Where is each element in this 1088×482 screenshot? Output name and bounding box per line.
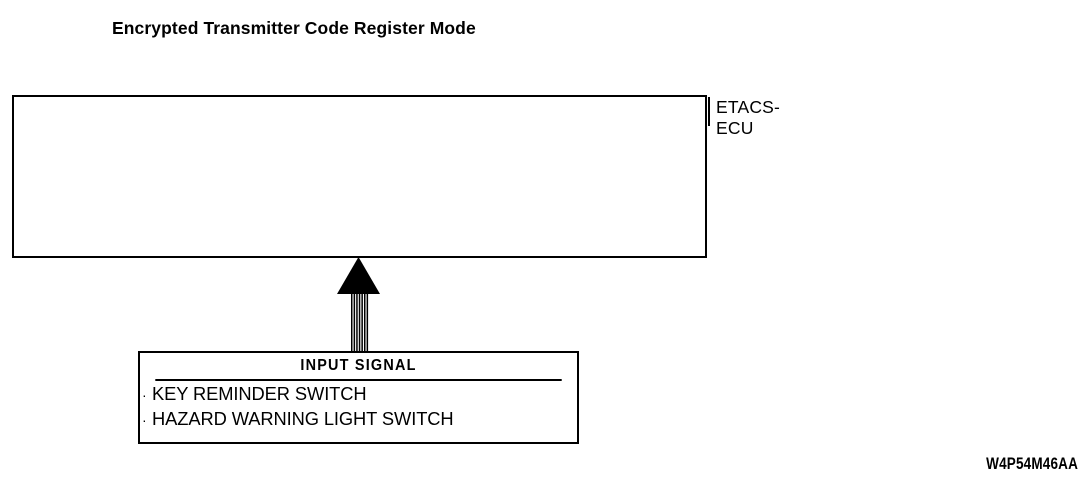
input-signal-list: · KEY REMINDER SWITCH · HAZARD WARNING L… <box>140 381 577 442</box>
input-signal-table: INPUT SIGNAL · KEY REMINDER SWITCH · HAZ… <box>138 351 579 444</box>
page-title: Encrypted Transmitter Code Register Mode <box>112 18 476 38</box>
etacs-ecu-label: ETACS- ECU <box>716 97 781 138</box>
list-item: · HAZARD WARNING LIGHT SWITCH <box>142 407 577 432</box>
bullet-icon: · <box>142 412 147 428</box>
list-item-label: KEY REMINDER SWITCH <box>152 383 367 404</box>
bundled-signal-arrow-icon <box>336 256 382 352</box>
figure-reference-code: W4P54M46AA <box>986 455 1078 473</box>
bullet-icon: · <box>142 387 147 403</box>
leader-line-icon <box>708 97 710 126</box>
etacs-ecu-block <box>12 95 707 258</box>
list-item-label: HAZARD WARNING LIGHT SWITCH <box>152 408 454 429</box>
list-item: · KEY REMINDER SWITCH <box>142 382 577 407</box>
input-signal-header: INPUT SIGNAL <box>155 353 562 381</box>
